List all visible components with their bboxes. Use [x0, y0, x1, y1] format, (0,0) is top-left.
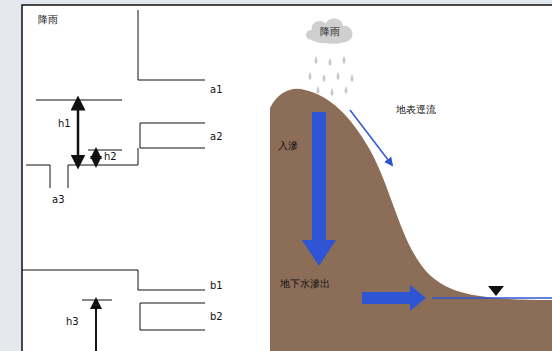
- height-label: h1: [58, 118, 71, 129]
- height-label: h2: [104, 151, 117, 162]
- tank-wall: [22, 270, 205, 290]
- seepage-label: 地下水滲出: [280, 278, 330, 289]
- hill: [270, 89, 552, 351]
- level-mark: [36, 100, 122, 101]
- frame: [22, 5, 552, 351]
- outlet-name: a3: [52, 194, 65, 205]
- cloud-label: 降雨: [303, 25, 357, 39]
- seepage-arrow: [362, 285, 426, 311]
- infiltration-arrow: [302, 112, 336, 266]
- outlet-name: a2: [210, 131, 223, 142]
- level-mark: [82, 300, 112, 301]
- dimension-arrow: [77, 103, 80, 162]
- level-mark: [88, 150, 122, 151]
- runoff-arrow: [350, 110, 392, 165]
- outlet-pipe: [140, 303, 205, 330]
- tank-lines: [22, 10, 205, 330]
- rain-cloud: 降雨: [303, 14, 357, 46]
- outlet-name: b1: [210, 280, 223, 291]
- dimension-arrow: [95, 303, 97, 351]
- tank-floor: [26, 148, 138, 188]
- dimension-arrow: [95, 153, 97, 162]
- rain-label: 降雨: [38, 14, 58, 25]
- tank-wall: [138, 10, 205, 80]
- runoff-label: 地表逕流: [396, 104, 436, 115]
- infiltration-label: 入滲: [278, 140, 298, 151]
- outlet-pipe: [140, 123, 205, 148]
- water-level-symbol: [488, 286, 504, 296]
- water-surface: [432, 297, 552, 299]
- raindrops: [309, 56, 354, 96]
- height-label: h3: [66, 316, 79, 327]
- outlet-name: a1: [210, 84, 223, 95]
- outlet-name: b2: [210, 311, 223, 322]
